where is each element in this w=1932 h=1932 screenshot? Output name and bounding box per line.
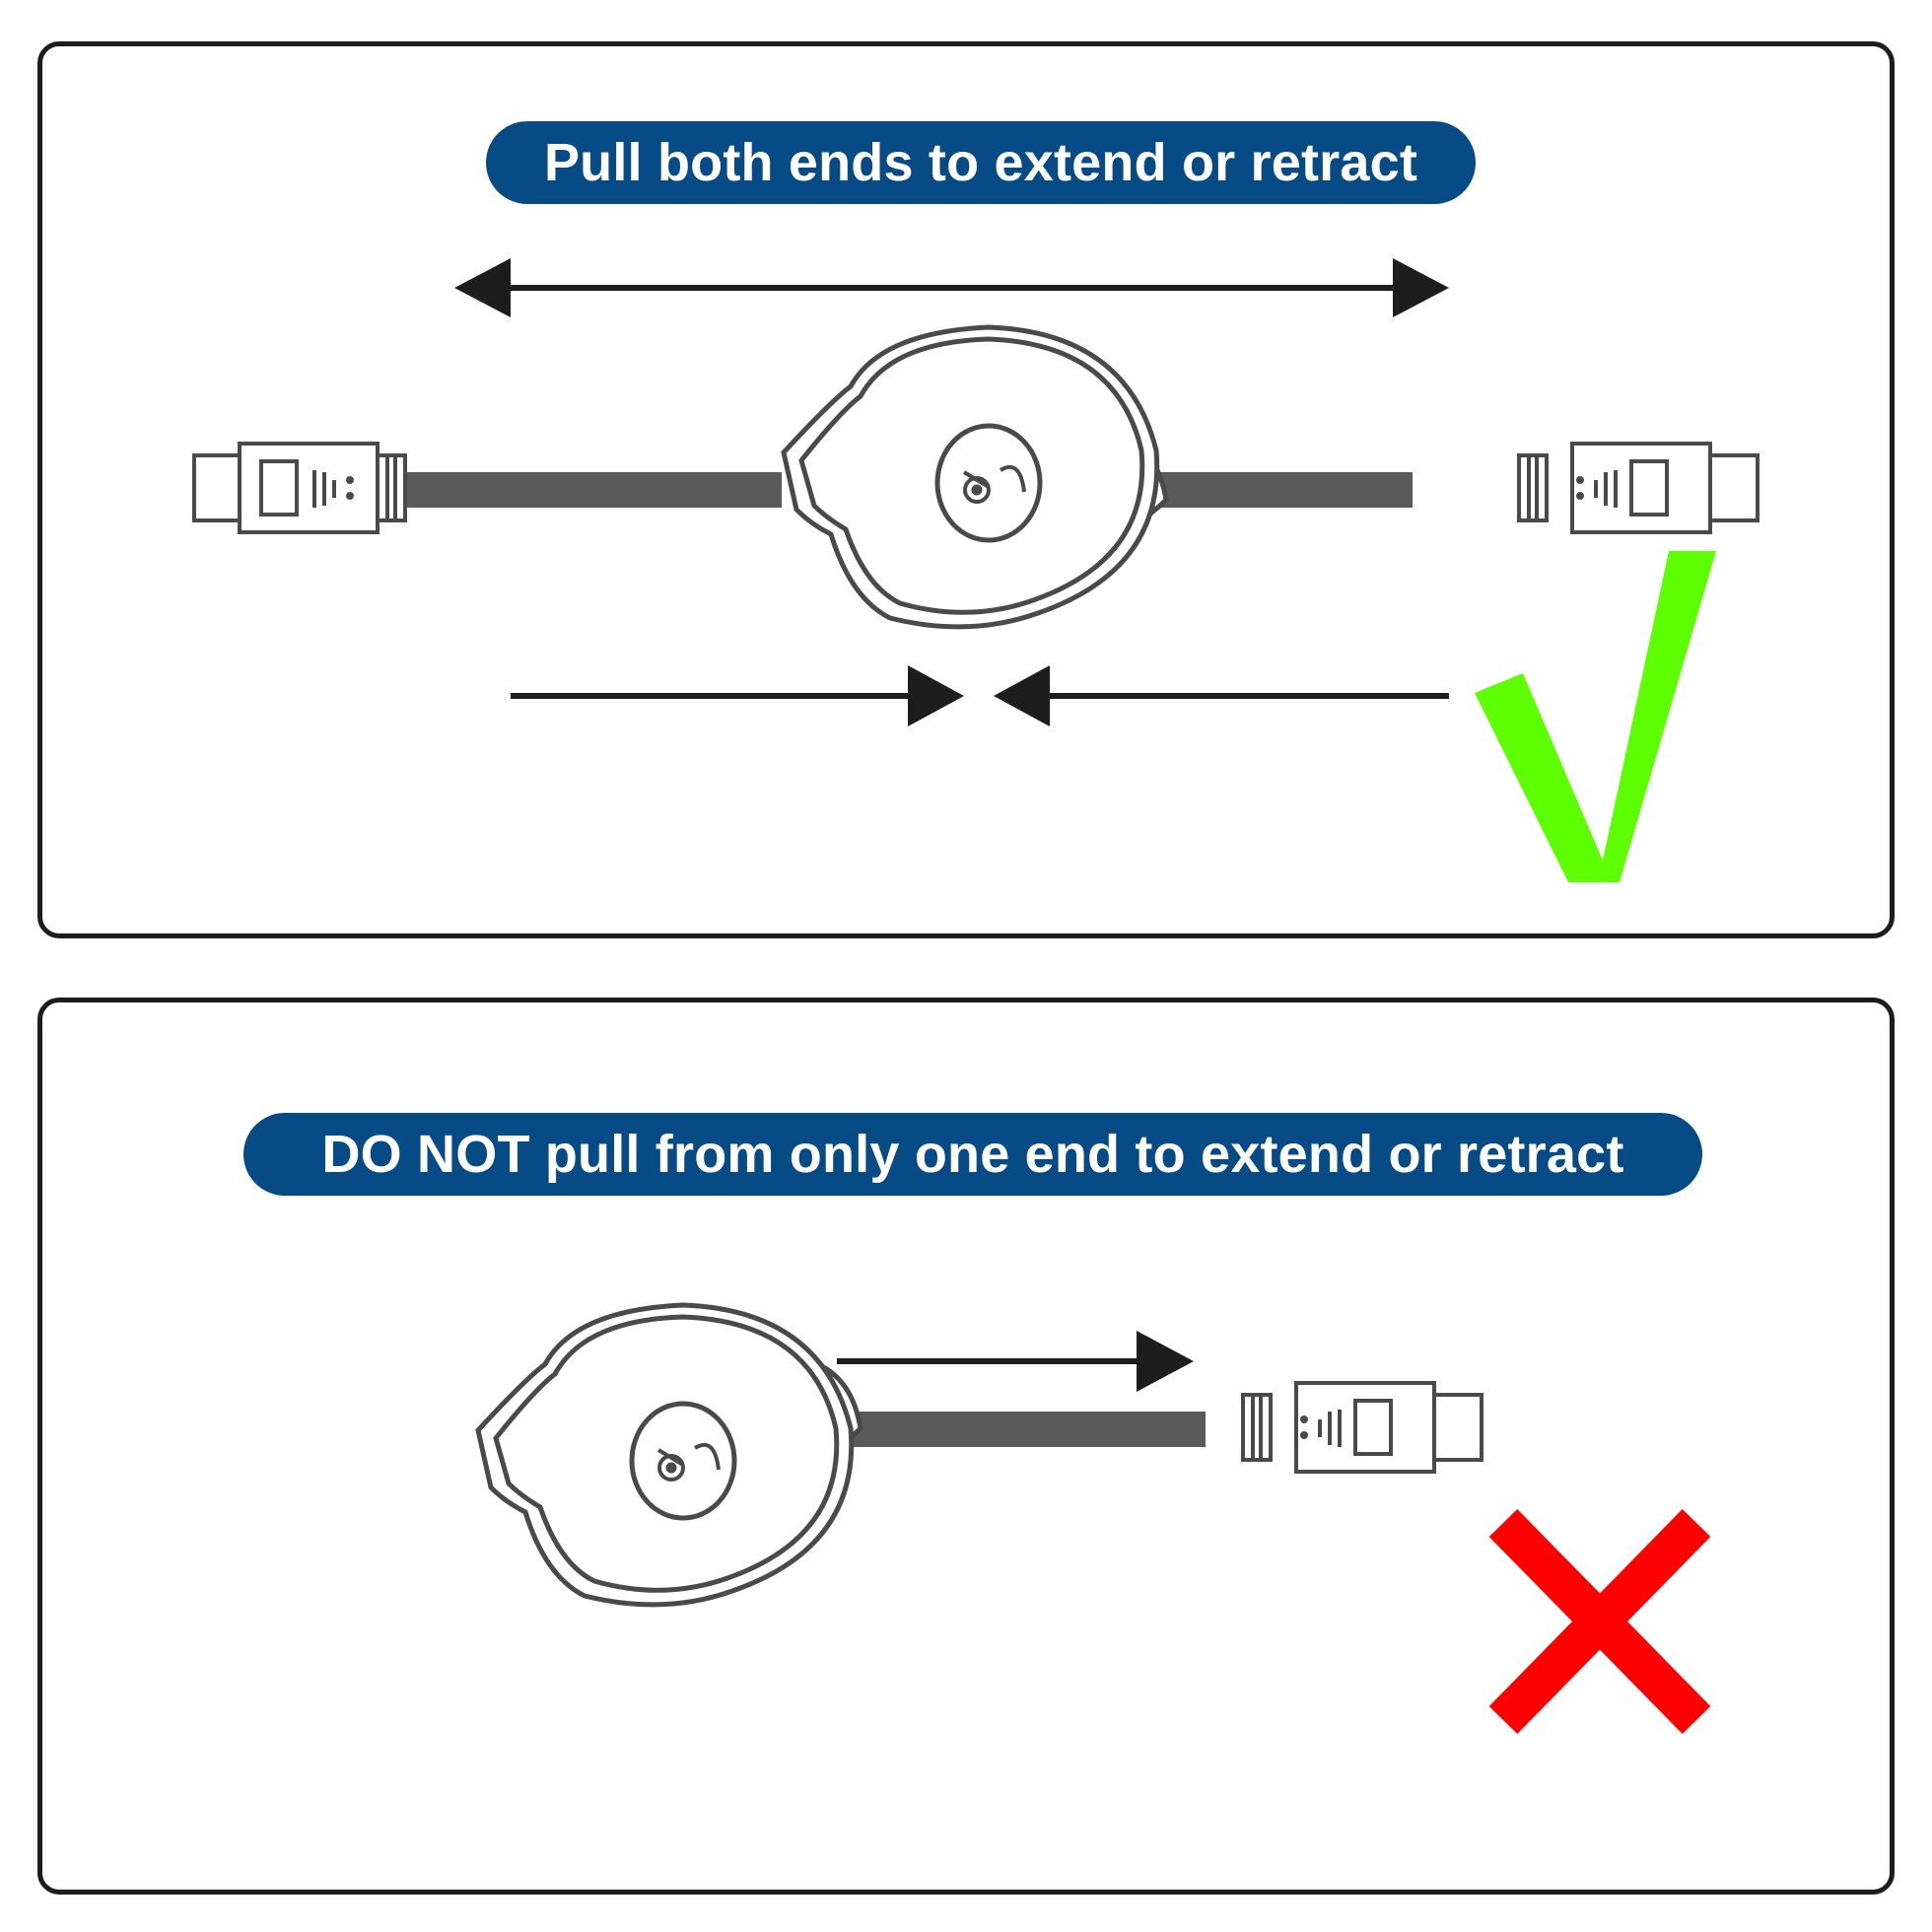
pull-arrow-icon [837,1331,1194,1392]
instruction-banner-correct: Pull both ends to extend or retract [486,121,1476,204]
hdmi-connector-icon [192,442,407,534]
retract-arrow-icon [511,665,1449,726]
cable-reel-icon [781,324,1169,630]
green-check-icon [1475,551,1716,882]
instruction-banner-incorrect: DO NOT pull from only one end to extend … [243,1113,1702,1196]
correct-usage-illustration [192,258,1760,882]
extend-arrow-icon [454,258,1449,317]
hdmi-connector-icon [1517,442,1760,534]
cable-left [407,472,782,508]
incorrect-usage-illustration [475,1302,1711,1734]
correct-usage-panel: Pull both ends to extend or retract [37,41,1895,938]
cable-reel-icon [475,1302,863,1608]
cable [831,1412,1206,1447]
incorrect-usage-panel: DO NOT pull from only one end to extend … [37,998,1895,1895]
hdmi-connector-icon [1241,1381,1484,1474]
red-cross-icon [1488,1509,1711,1734]
